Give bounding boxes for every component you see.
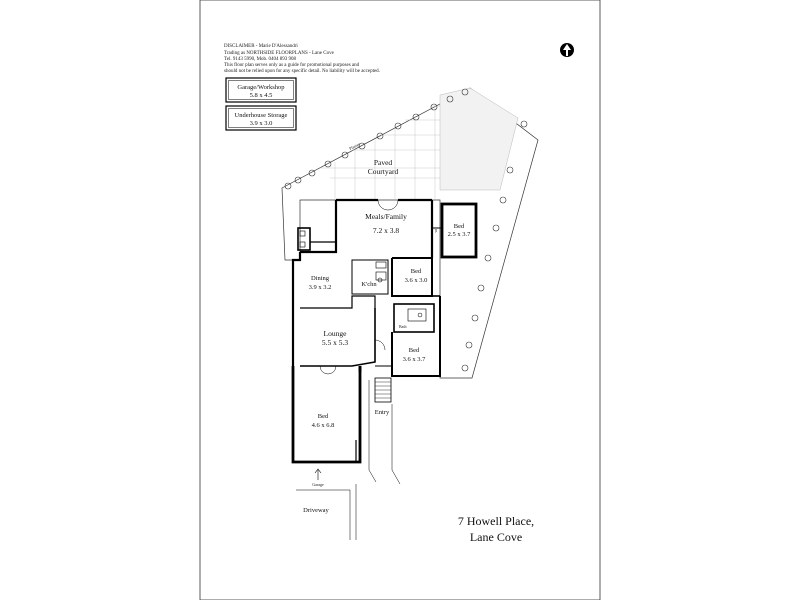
tree-row-icon xyxy=(284,88,528,372)
disclaimer-line-1: DISCLAIMER - Marie D'Alessandri xyxy=(224,44,298,49)
disclaimer-line-2: Trading as NORTHSIDE FLOORPLANS - Lane C… xyxy=(224,51,335,56)
kitchen-label: K'chn xyxy=(361,281,377,288)
disclaimer-line-3: Tel. 9143 5990, Mob. 0404 893 908 xyxy=(224,57,297,62)
lounge-label: Lounge xyxy=(324,329,348,338)
bed-ne-label: Bed xyxy=(454,223,465,230)
underhouse-storage-label: Underhouse Storage xyxy=(235,112,288,119)
garage-workshop-box: Garage/Workshop 5.8 x 4.5 xyxy=(225,77,297,103)
bed-mid-label: Bed xyxy=(411,268,422,275)
north-arrow-icon xyxy=(560,43,574,57)
wir-label: wir xyxy=(433,227,438,233)
house-walls xyxy=(291,198,478,540)
courtyard-label-2: Courtyard xyxy=(368,167,399,176)
address-line-1: 7 Howell Place, xyxy=(458,514,534,528)
page-border xyxy=(199,0,601,600)
master-bed-dim: 4.6 x 6.8 xyxy=(312,422,335,429)
disclaimer-block: DISCLAIMER - Marie D'Alessandri Trading … xyxy=(224,44,380,74)
bed-mid-dim: 3.6 x 3.0 xyxy=(405,277,428,284)
garage-label: Garage xyxy=(312,482,324,487)
master-bed-label: Bed xyxy=(318,413,329,420)
garage-workshop-dim: 5.8 x 4.5 xyxy=(250,92,273,99)
lot-boundary xyxy=(281,87,539,379)
underhouse-storage-dim: 3.9 x 3.0 xyxy=(250,120,273,127)
address-line-2: Lane Cove xyxy=(470,530,522,544)
meals-family-label: Meals/Family xyxy=(365,212,407,221)
lounge-dim: 5.5 x 5.3 xyxy=(322,338,349,347)
driveway-label: Driveway xyxy=(303,507,329,514)
bed-se-label: Bed xyxy=(409,347,420,354)
underhouse-storage-box: Underhouse Storage 3.9 x 3.0 xyxy=(225,105,297,131)
dining-label: Dining xyxy=(311,275,330,282)
bed-ne-dim: 2.5 x 3.7 xyxy=(448,231,472,238)
entry-label: Entry xyxy=(375,409,390,416)
disclaimer-line-5: should not be relied upon for any specif… xyxy=(224,69,380,74)
meals-family-dim: 7.2 x 3.8 xyxy=(373,226,400,235)
disclaimer-line-4: This floor plan serves only as a guide f… xyxy=(224,63,360,68)
dining-dim: 3.9 x 3.2 xyxy=(309,284,332,291)
bed-se-dim: 3.6 x 3.7 xyxy=(403,356,427,363)
bath-label: Bath xyxy=(399,324,407,329)
planter-label: Planter xyxy=(348,141,361,151)
garage-arrow-icon xyxy=(314,468,322,480)
courtyard-label-1: Paved xyxy=(374,158,393,167)
garage-workshop-label: Garage/Workshop xyxy=(237,84,284,91)
